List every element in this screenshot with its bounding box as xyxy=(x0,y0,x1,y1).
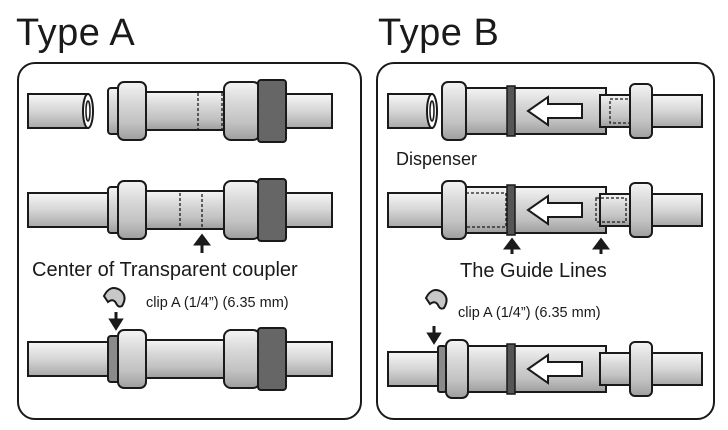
guide-arrow-right xyxy=(592,237,610,254)
guide-band xyxy=(506,85,516,137)
clip-a-icon xyxy=(102,287,126,308)
type-b-step3 xyxy=(387,289,703,399)
type-b-title: Type B xyxy=(378,12,500,54)
tube-end xyxy=(27,93,89,129)
center-arrow xyxy=(193,233,211,253)
clip-a-icon-b xyxy=(424,289,448,310)
collet-ring xyxy=(257,79,287,143)
clip-a-label: clip A (1/4”) (6.35 mm) xyxy=(146,295,289,311)
clip-a-label-b: clip A (1/4”) (6.35 mm) xyxy=(458,305,601,321)
guide-arrow-left xyxy=(503,237,521,254)
type-a-step3 xyxy=(27,287,333,391)
clip-arrow xyxy=(108,312,124,331)
center-coupler-label: Center of Transparent coupler xyxy=(32,259,298,281)
type-a-title: Type A xyxy=(16,12,136,54)
type-b-step2 xyxy=(387,180,703,254)
type-a-step2 xyxy=(27,178,333,253)
dispenser-label: Dispenser xyxy=(396,149,478,169)
type-a-step1 xyxy=(27,79,333,143)
tube-opening xyxy=(82,93,94,129)
guide-lines-label: The Guide Lines xyxy=(460,260,607,282)
type-b-step1 xyxy=(387,81,703,141)
flow-arrow-icon xyxy=(526,95,583,127)
